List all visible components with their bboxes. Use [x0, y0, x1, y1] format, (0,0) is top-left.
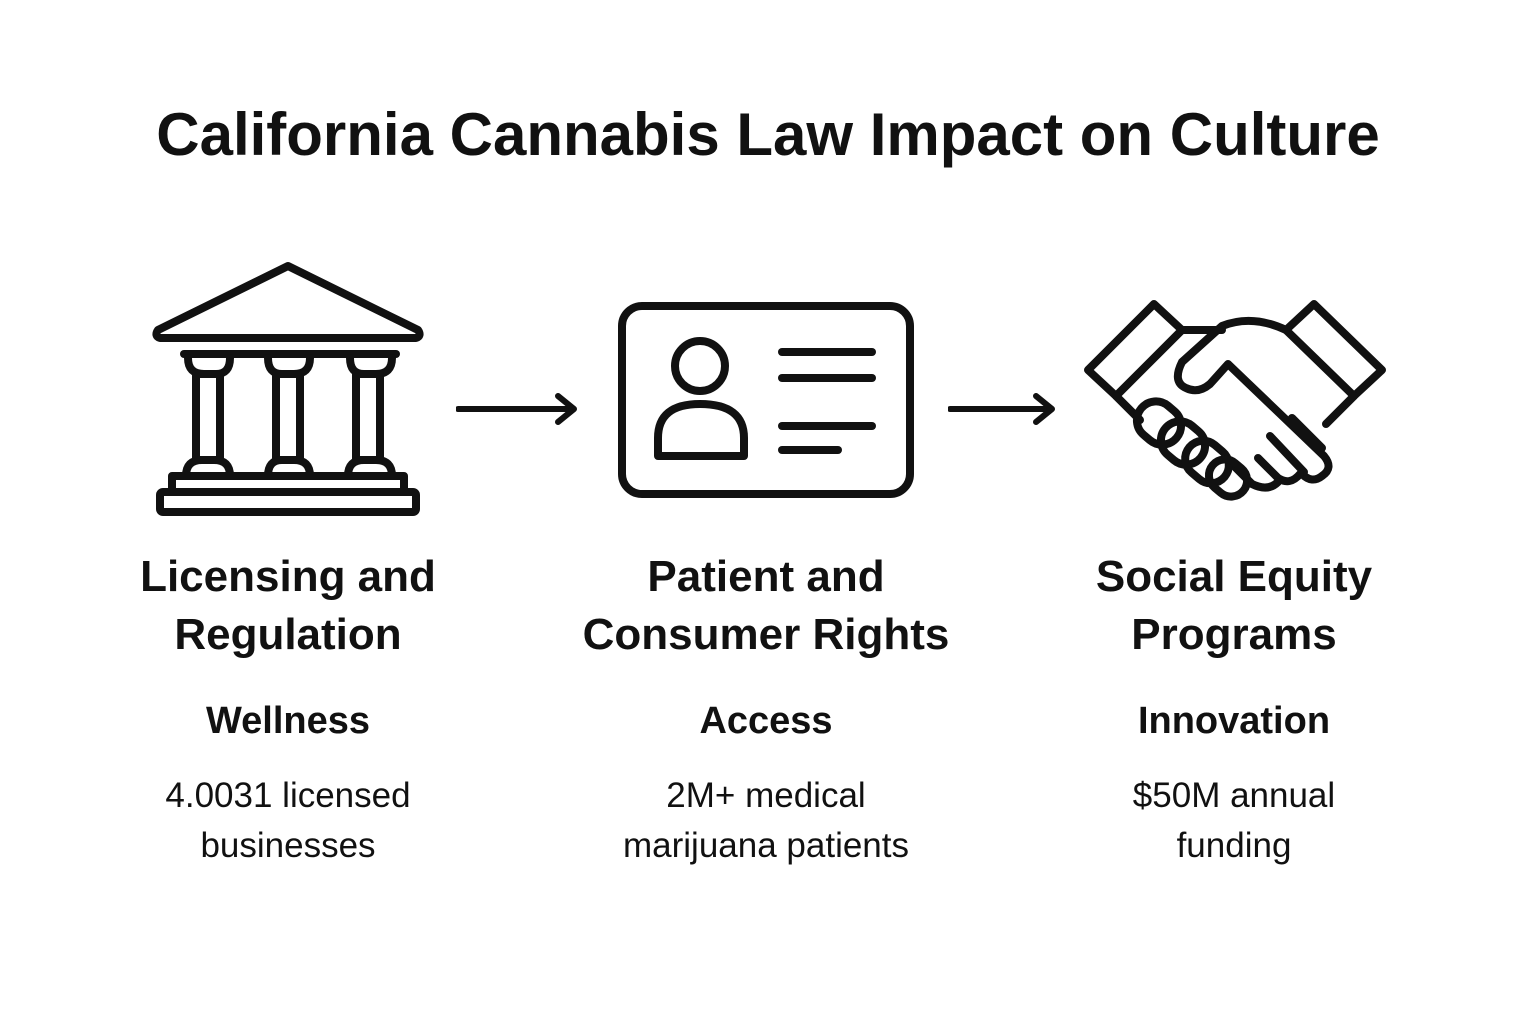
stat-line: 4.0031 licensed: [165, 776, 411, 815]
stat-line: businesses: [200, 826, 376, 865]
step-theme: Wellness: [205, 700, 371, 742]
heading-line: Consumer Rights: [582, 610, 950, 659]
step-heading: Social Equity Programs: [1024, 548, 1444, 664]
id-card-icon: [618, 302, 914, 498]
heading-line: Regulation: [174, 610, 402, 659]
courthouse-icon: [152, 262, 424, 516]
step-theme: Access: [699, 700, 833, 742]
heading-line: Programs: [1131, 610, 1337, 659]
heading-line: Social Equity: [1095, 552, 1373, 601]
heading-line: Patient and: [647, 552, 885, 601]
step-theme: Innovation: [1137, 700, 1331, 742]
step-heading: Patient and Consumer Rights: [556, 548, 976, 664]
handshake-icon: [1084, 300, 1386, 501]
stat-line: 2M+ medical: [666, 776, 866, 815]
step-stat: 2M+ medical marijuana patients: [556, 771, 976, 871]
step-social-equity: Social Equity Programs Innovation $50M a…: [1024, 548, 1444, 871]
step-licensing: Licensing and Regulation Wellness 4.0031…: [78, 548, 498, 871]
page-title: California Cannabis Law Impact on Cultur…: [156, 101, 1380, 168]
stat-line: funding: [1176, 826, 1292, 865]
step-patient-rights: Patient and Consumer Rights Access 2M+ m…: [556, 548, 976, 871]
stat-line: marijuana patients: [623, 826, 909, 865]
step-heading: Licensing and Regulation: [78, 548, 498, 664]
arrow-right-icon: [948, 393, 1055, 425]
step-stat: $50M annual funding: [1024, 771, 1444, 871]
stat-line: $50M annual: [1132, 776, 1336, 815]
heading-line: Licensing and: [140, 552, 436, 601]
step-stat: 4.0031 licensed businesses: [78, 771, 498, 871]
arrow-right-icon: [456, 393, 577, 425]
